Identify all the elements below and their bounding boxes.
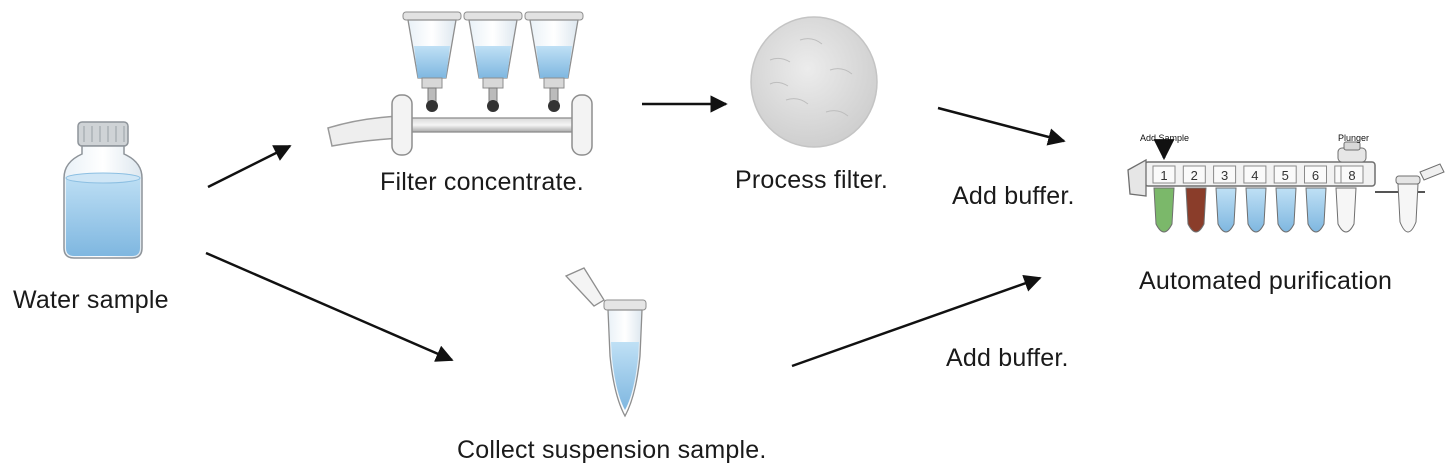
well-number: 2: [1191, 168, 1198, 183]
filter-manifold-icon: [327, 11, 593, 156]
arrow-icon: [791, 275, 1042, 368]
add-sample-label: Add Sample: [1140, 133, 1189, 143]
well-number: 1: [1160, 168, 1167, 183]
well-number: 5: [1282, 168, 1289, 183]
well-cell: [1182, 165, 1206, 184]
well-number: 8: [1348, 168, 1355, 183]
label-filter-concentrate: Filter concentrate.: [380, 168, 584, 196]
well-number: 3: [1221, 168, 1228, 183]
label-collect-suspension: Collect suspension sample.: [457, 436, 767, 464]
well-cell: [1243, 165, 1267, 184]
well-number-group: 12345678: [1152, 165, 1364, 184]
well-number: 4: [1251, 168, 1258, 183]
well-cell: [1304, 165, 1327, 184]
well-cell: [1273, 165, 1297, 184]
arrow-icon: [937, 106, 1066, 146]
label-automated-purification: Automated purification: [1139, 267, 1393, 295]
well-cell: [1340, 165, 1364, 184]
filter-disc-icon: [750, 16, 878, 148]
arrow-icon: [205, 251, 454, 362]
cartridge-strip-icon: Add Sample Plunger 12345678: [1127, 133, 1445, 233]
label-process-filter: Process filter.: [735, 166, 889, 194]
label-add-buffer-bottom: Add buffer.: [946, 344, 1069, 372]
label-water-sample: Water sample: [13, 286, 169, 314]
bottle-icon: [63, 121, 143, 259]
label-add-buffer-top: Add buffer.: [952, 182, 1075, 210]
plunger-label: Plunger: [1338, 133, 1369, 143]
well-cell: [1152, 165, 1176, 184]
well-cell: [1213, 165, 1237, 184]
microtube-icon: [564, 267, 647, 418]
well-number: 6: [1312, 168, 1319, 183]
arrow-icon: [207, 144, 292, 189]
